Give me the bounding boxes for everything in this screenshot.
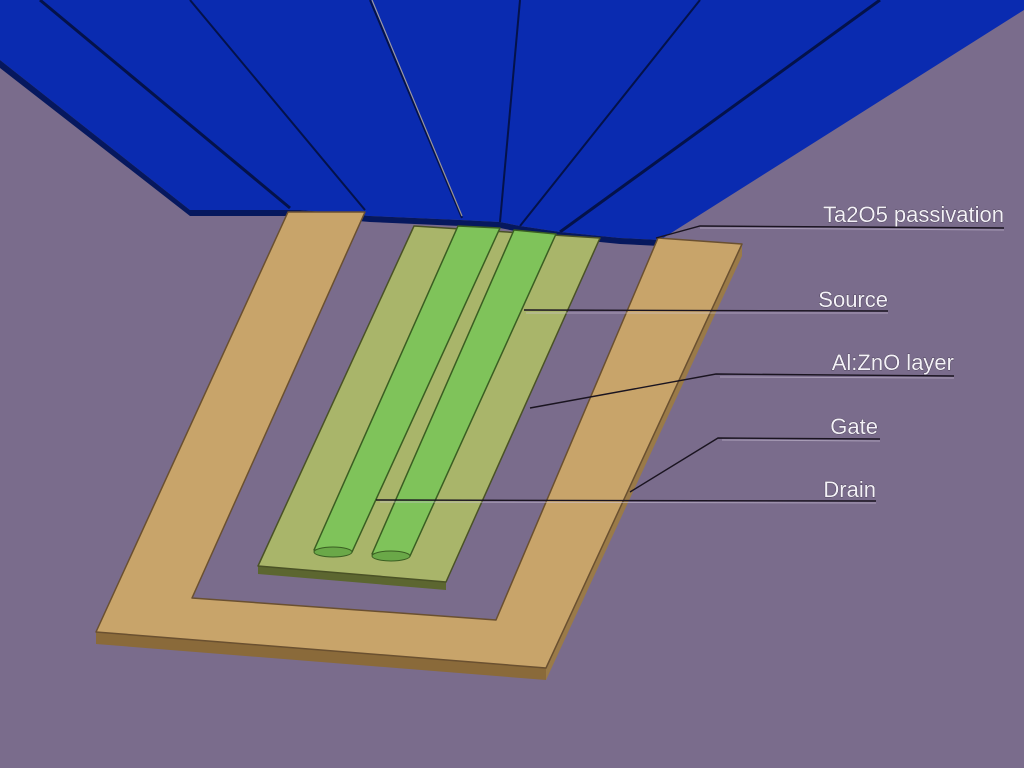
passivation-crease-1 [39, 0, 291, 210]
leader-passivation [655, 225, 1005, 239]
gate-electrode-end [371, 550, 411, 562]
source-electrode-end [313, 546, 353, 558]
label-passivation: Ta2O5 passivation [823, 202, 1004, 227]
labels: Ta2O5 passivation Source Al:ZnO layer Ga… [818, 202, 1004, 503]
leader-gate-shadow [721, 439, 881, 442]
passivation-left-slab [0, 60, 190, 216]
passivation-front-edge [190, 210, 660, 246]
leader-source [523, 309, 889, 312]
drain-frame-thickness-right [546, 244, 742, 680]
passivation-crease-6 [559, 0, 881, 234]
passivation-crease-2 [189, 0, 366, 211]
passivation-layer [0, 0, 1024, 246]
label-gate: Gate [830, 414, 878, 439]
drain-frame-thickness [96, 632, 546, 680]
passivation-highlight-1 [371, 0, 463, 217]
label-drain: Drain [823, 477, 876, 502]
label-source: Source [818, 287, 888, 312]
passivation-crease-3 [369, 0, 463, 219]
alzno-thickness [258, 566, 446, 590]
leader-alzno-shadow [719, 376, 955, 379]
passivation-crease-5 [519, 0, 701, 227]
leader-alzno [529, 373, 955, 409]
label-alzno: Al:ZnO layer [832, 350, 954, 375]
gate-electrode [371, 229, 557, 562]
drain-frame [95, 211, 743, 680]
leader-lines [375, 225, 1005, 504]
leader-passivation-shadow [699, 227, 1005, 231]
leader-drain-shadow [379, 501, 877, 504]
source-electrode [313, 225, 501, 558]
leader-drain [375, 499, 877, 502]
leader-gate [629, 437, 881, 493]
passivation-crease-4 [499, 0, 521, 223]
